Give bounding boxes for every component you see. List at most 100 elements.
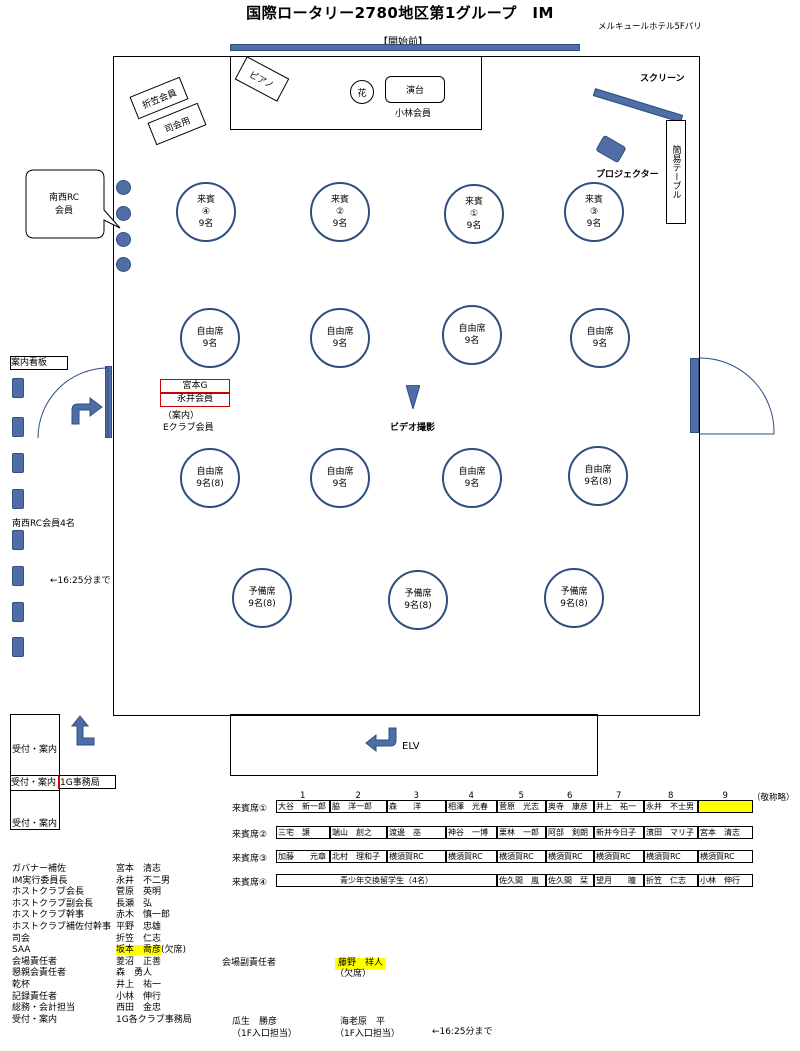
- staff-name: 宮本 清志: [116, 864, 162, 874]
- staff-name-cell: 坂本 喬彦(欠席): [116, 945, 186, 957]
- table-7: 自由席 9名: [442, 305, 502, 365]
- staff-name-cell: 赤木 慎一郎: [116, 910, 170, 922]
- reception-arrow-icon: [70, 715, 95, 746]
- table-text: 9名: [592, 339, 608, 349]
- seat-cell: 脇 洋一郎: [330, 800, 387, 813]
- podium: 演台: [385, 76, 445, 103]
- staff-name-cell: 菱沼 正善: [116, 957, 161, 969]
- waiting-chair: [12, 566, 24, 586]
- staff-name-cell: 平野 忠雄: [116, 922, 161, 934]
- staff-role: 会場責任者: [12, 956, 58, 967]
- seat-cell: 渡邊 巫: [387, 826, 446, 839]
- seat-row-label: 来賓席③: [232, 854, 268, 864]
- screen-label: スクリーン: [640, 74, 685, 84]
- seat-column-header: 6: [567, 791, 573, 801]
- staff-role: SAA: [12, 945, 31, 956]
- staff-name: 井上 祐一: [116, 980, 162, 990]
- seat-cell: 小林 伸行: [698, 874, 753, 887]
- seat-cell: 横須賀RC: [594, 850, 644, 863]
- right-door-swing: [699, 357, 775, 435]
- seat-dot: [116, 206, 131, 221]
- staff-role: ガバナー補佐: [12, 864, 67, 874]
- table-text: ②: [335, 206, 345, 217]
- staff-name: 西田 金忠: [116, 1003, 162, 1014]
- staff-role: IM実行委員長: [12, 875, 68, 886]
- table-text: 9名: [466, 221, 482, 232]
- staff-role: ホストクラブ幹事: [12, 910, 85, 921]
- seat-column-header: 8: [668, 791, 674, 801]
- youth-exchange-cell: 青少年交換留学生（4名）: [276, 874, 497, 887]
- video-camera-icon: [406, 385, 420, 409]
- staff-name-cell: 森 勇人: [116, 968, 152, 980]
- waiting-chair: [12, 637, 24, 657]
- seat-column-header: 4: [468, 791, 474, 801]
- table-text: 9名: [198, 219, 214, 230]
- staff-role: 総務・会計担当: [12, 1003, 76, 1014]
- table-text: 9名: [464, 336, 480, 346]
- table-text: 自由席: [458, 323, 486, 334]
- table-text: 来賓: [584, 194, 603, 205]
- table-text: 9名: [332, 219, 348, 230]
- staff-role: 受付・案内: [12, 1014, 58, 1025]
- table-text: 自由席: [458, 466, 486, 477]
- elevator-hall: [230, 714, 598, 776]
- table-text: 自由席: [326, 326, 354, 337]
- staff-name-cell: 宮本 清志: [116, 864, 161, 876]
- seat-cell: 横須賀RC: [546, 850, 594, 863]
- table-text: 予備席: [248, 586, 276, 597]
- seat-cell: 永井 不士男: [644, 800, 698, 813]
- seat-row-label: 来賓席①: [232, 804, 268, 814]
- staff-name-cell: 永井 不二男: [116, 876, 170, 888]
- table-text: 予備席: [560, 586, 588, 597]
- time-note-2: ←16:25分まで: [432, 1027, 493, 1037]
- entrance-name-1: 瓜生 勝彦: [232, 1017, 278, 1027]
- reception-desk: [10, 714, 60, 830]
- top-wall-bar: [230, 44, 580, 51]
- seat-cell: 横須賀RC: [446, 850, 497, 863]
- seat-cell: 望月 瞳: [594, 874, 644, 887]
- seat-cell: 栗林 一郎: [497, 826, 546, 839]
- table-text: 自由席: [326, 466, 354, 477]
- table-text: 9名: [332, 339, 348, 349]
- seat-column-header: 5: [518, 791, 524, 801]
- table-text: 9名: [332, 479, 348, 489]
- seat-column-header: 9: [722, 791, 728, 801]
- staff-role: 司会: [12, 933, 31, 944]
- seat-column-header: 3: [413, 791, 419, 801]
- entrance-note-2: （1F入口担当）: [335, 1029, 400, 1039]
- table-text: 9名(8): [248, 599, 276, 609]
- staff-note: (欠席): [161, 945, 187, 956]
- table-text: ①: [469, 208, 479, 219]
- waiting-chair: [12, 602, 24, 622]
- seat-cell: 折笠 仁志: [644, 874, 698, 887]
- nansei-note: 南西RC会員4名: [12, 519, 75, 529]
- seat-column-header: 7: [616, 791, 622, 801]
- seat-cell: 相澤 光春: [446, 800, 497, 813]
- usher-name-2: 永井会員: [160, 392, 230, 407]
- seat-cell: 阿部 剣朗: [546, 826, 594, 839]
- time-note: ←16:25分まで: [50, 576, 111, 586]
- staff-name: 長瀬 弘: [116, 898, 153, 909]
- seat-cell: 加藤 元章: [276, 850, 330, 863]
- table-text: ③: [589, 206, 599, 217]
- table-text: 来賓: [196, 194, 215, 205]
- table-text: 予備席: [404, 588, 432, 599]
- seat-cell: 森 洋: [387, 800, 446, 813]
- table-text: 9名: [202, 339, 218, 349]
- entrance-note-1: （1F入口担当）: [232, 1029, 297, 1039]
- reception-label-3: 受付・案内: [12, 819, 58, 829]
- table-14: 予備席 9名(8): [388, 570, 448, 630]
- table-text: 9名(8): [404, 601, 432, 611]
- staff-name-cell: 長瀬 弘: [116, 899, 152, 911]
- staff-role: ホストクラブ会長: [12, 887, 85, 898]
- stage-area: [230, 56, 482, 130]
- honorific-note: （敬称略）: [752, 793, 795, 803]
- venue-name: メルキュールホテル5Fパリ: [598, 22, 702, 32]
- seat-cell: 佐久間 栞: [546, 874, 594, 887]
- entry-arrow-icon: [71, 397, 103, 425]
